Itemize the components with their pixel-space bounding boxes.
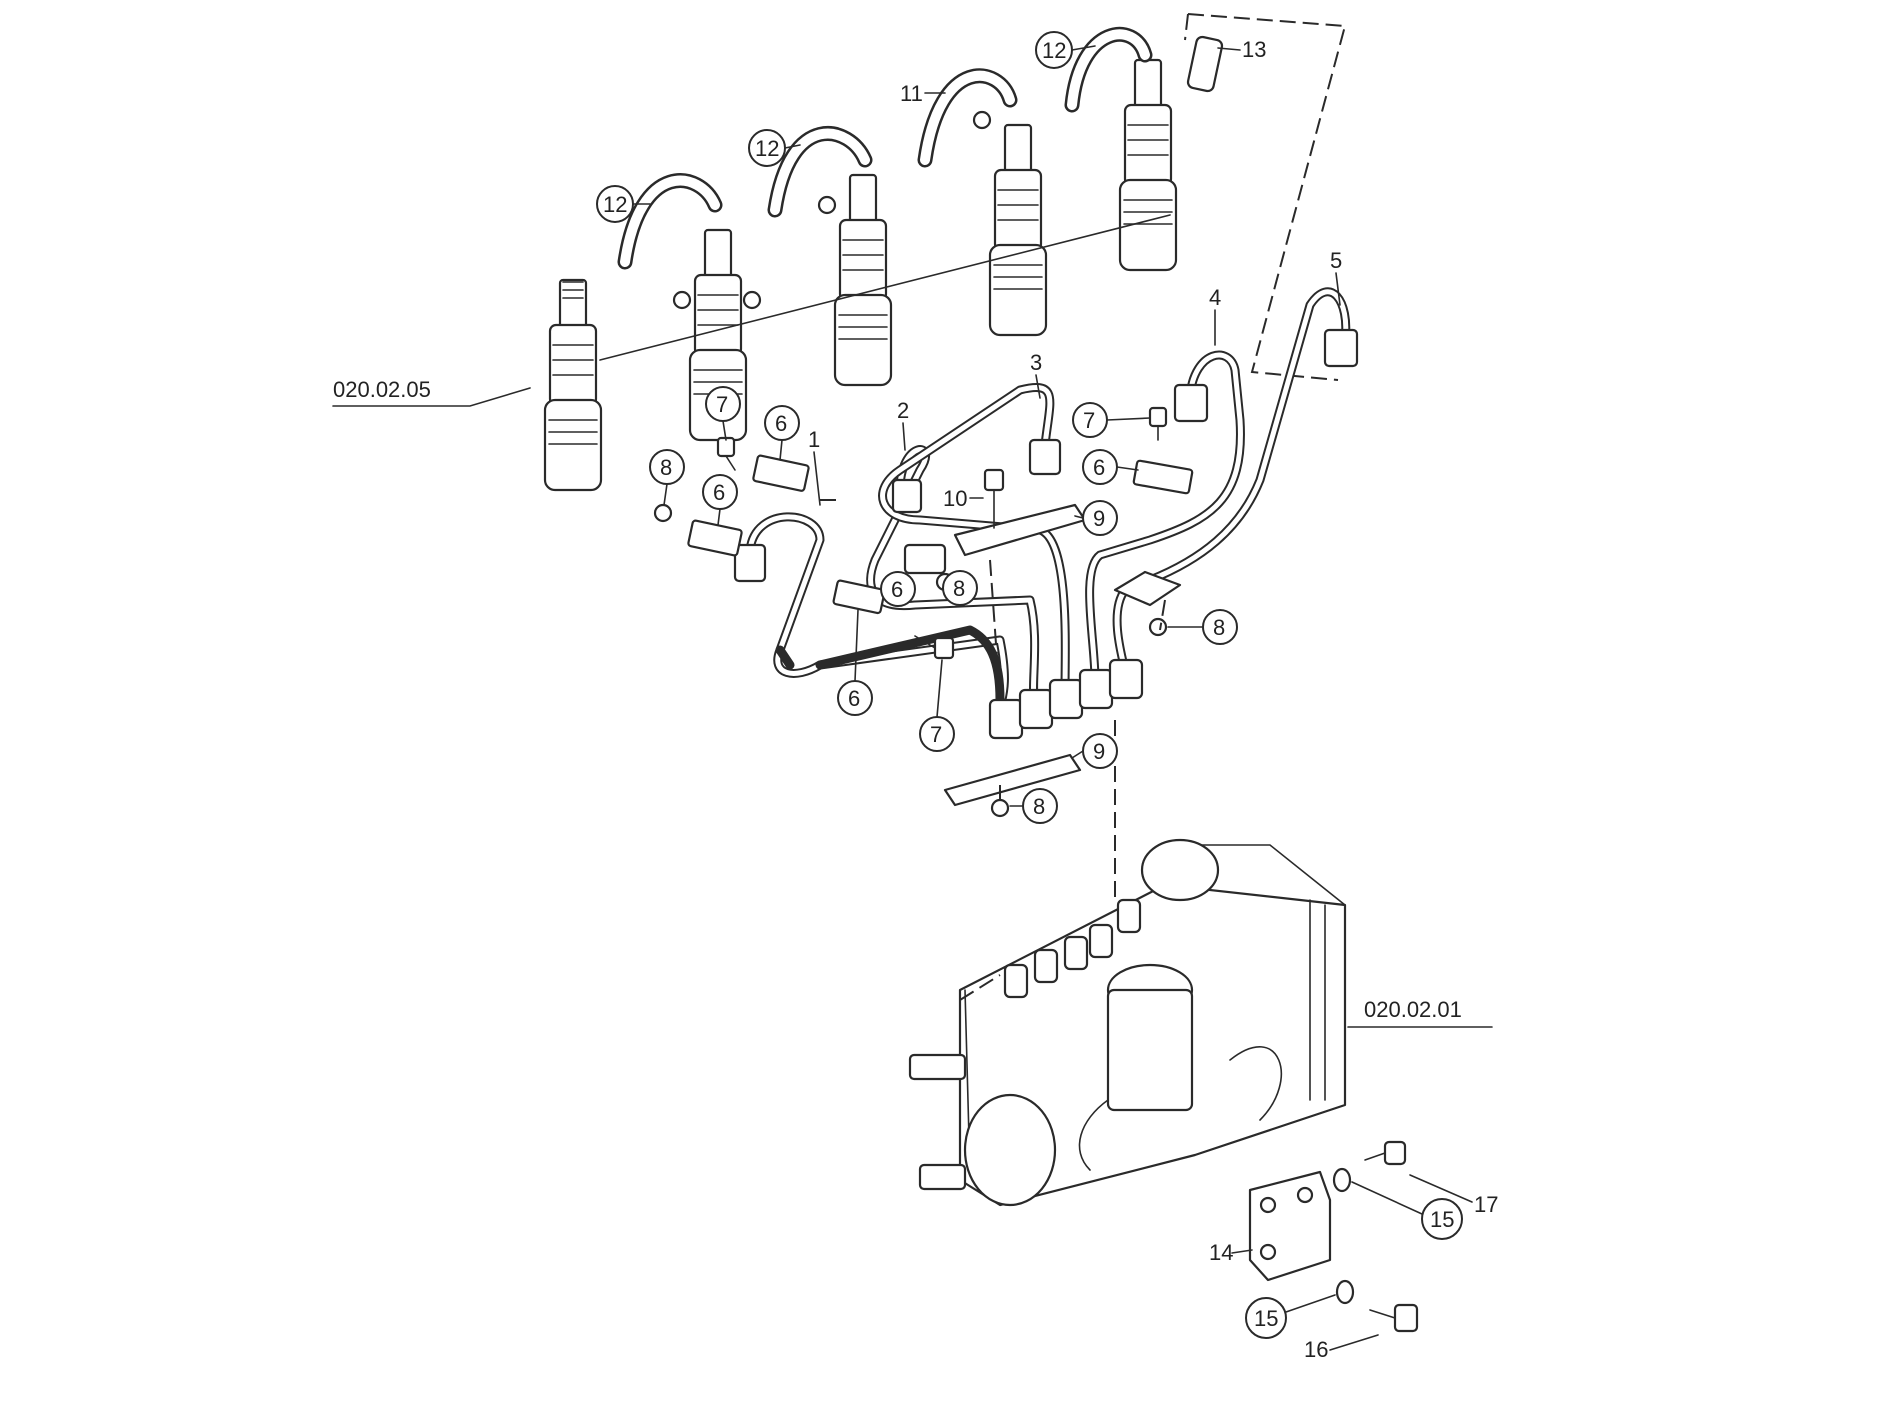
svg-text:020.02.05: 020.02.05 [333, 377, 431, 402]
leak-off-hoses [617, 26, 1153, 270]
injector-icon [817, 173, 893, 387]
callout-4: 4 [1209, 285, 1221, 310]
callout-13: 13 [1242, 37, 1266, 62]
callout-1: 1 [808, 427, 820, 452]
callout-labels: 1 2 3 4 5 10 11 13 14 16 17 [808, 37, 1498, 1362]
callout-7: 7 [1083, 408, 1095, 433]
injector-icon [972, 110, 1048, 337]
callout-8: 8 [1213, 615, 1225, 640]
injector-row [543, 58, 1178, 492]
callout-17: 17 [1474, 1192, 1498, 1217]
callout-16: 16 [1304, 1337, 1328, 1362]
fuel-pipes [745, 287, 1351, 715]
callout-6: 6 [848, 686, 860, 711]
bolt-icon [716, 406, 1419, 1333]
callout-12: 12 [755, 136, 779, 161]
callout-15: 15 [1254, 1306, 1278, 1331]
callout-7: 7 [716, 392, 728, 417]
ref-injection-pump[interactable]: 020.02.01 [1347, 997, 1493, 1028]
callout-10: 10 [943, 486, 967, 511]
callout-6: 6 [1093, 455, 1105, 480]
callout-7: 7 [930, 722, 942, 747]
callout-12: 12 [603, 192, 627, 217]
bracket-icon [1248, 1170, 1332, 1282]
callout-8: 8 [660, 455, 672, 480]
cap-icon [1186, 35, 1224, 93]
callout-6: 6 [775, 411, 787, 436]
callout-5: 5 [1330, 248, 1342, 273]
injector-icon [543, 278, 603, 492]
callout-9: 9 [1093, 506, 1105, 531]
callout-15: 15 [1430, 1207, 1454, 1232]
callout-9: 9 [1093, 739, 1105, 764]
callout-6: 6 [891, 577, 903, 602]
circled-callouts: 12 12 12 7 7 7 6 6 6 6 6 8 8 8 8 9 9 [596, 31, 1463, 1339]
callout-3: 3 [1030, 350, 1042, 375]
svg-text:020.02.01: 020.02.01 [1364, 997, 1462, 1022]
callout-8: 8 [1033, 794, 1045, 819]
callout-8: 8 [953, 576, 965, 601]
pipe-nuts [733, 328, 1359, 740]
callout-11: 11 [900, 81, 923, 106]
injection-pump-icon [908, 838, 1347, 1207]
callout-12: 12 [1042, 38, 1066, 63]
callout-2: 2 [897, 398, 909, 423]
callout-14: 14 [1209, 1240, 1233, 1265]
injector-icon [1118, 58, 1178, 272]
callout-6: 6 [713, 480, 725, 505]
clamp-icon [687, 454, 1194, 807]
ref-injector-assembly[interactable]: 020.02.05 [332, 377, 531, 407]
